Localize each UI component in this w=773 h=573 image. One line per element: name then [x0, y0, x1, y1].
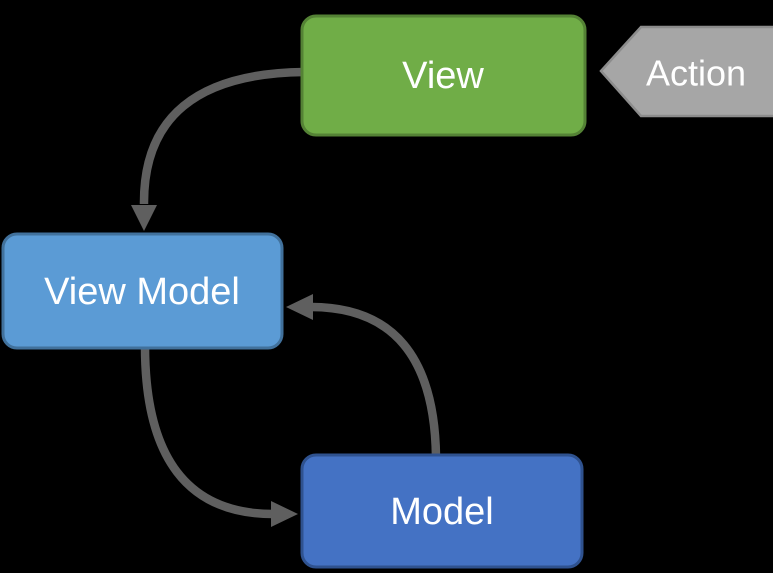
action-label: Action	[646, 53, 746, 94]
arrowhead-right-icon	[271, 501, 298, 527]
arrowhead-down-icon	[131, 205, 157, 231]
model-node	[300, 453, 584, 569]
action-pointer-shape	[599, 25, 773, 118]
edge-model-to-viewmodel	[310, 302, 441, 458]
view-model-node	[1, 232, 284, 350]
edge-viewmodel-to-model	[140, 345, 274, 519]
edge-view-to-viewmodel	[139, 67, 305, 205]
model-node-label: Model	[390, 491, 494, 533]
view-node	[300, 14, 587, 137]
arrowhead-left-icon	[286, 294, 313, 320]
view-node-label: View	[402, 55, 484, 97]
view-model-node-label: View Model	[44, 271, 240, 313]
